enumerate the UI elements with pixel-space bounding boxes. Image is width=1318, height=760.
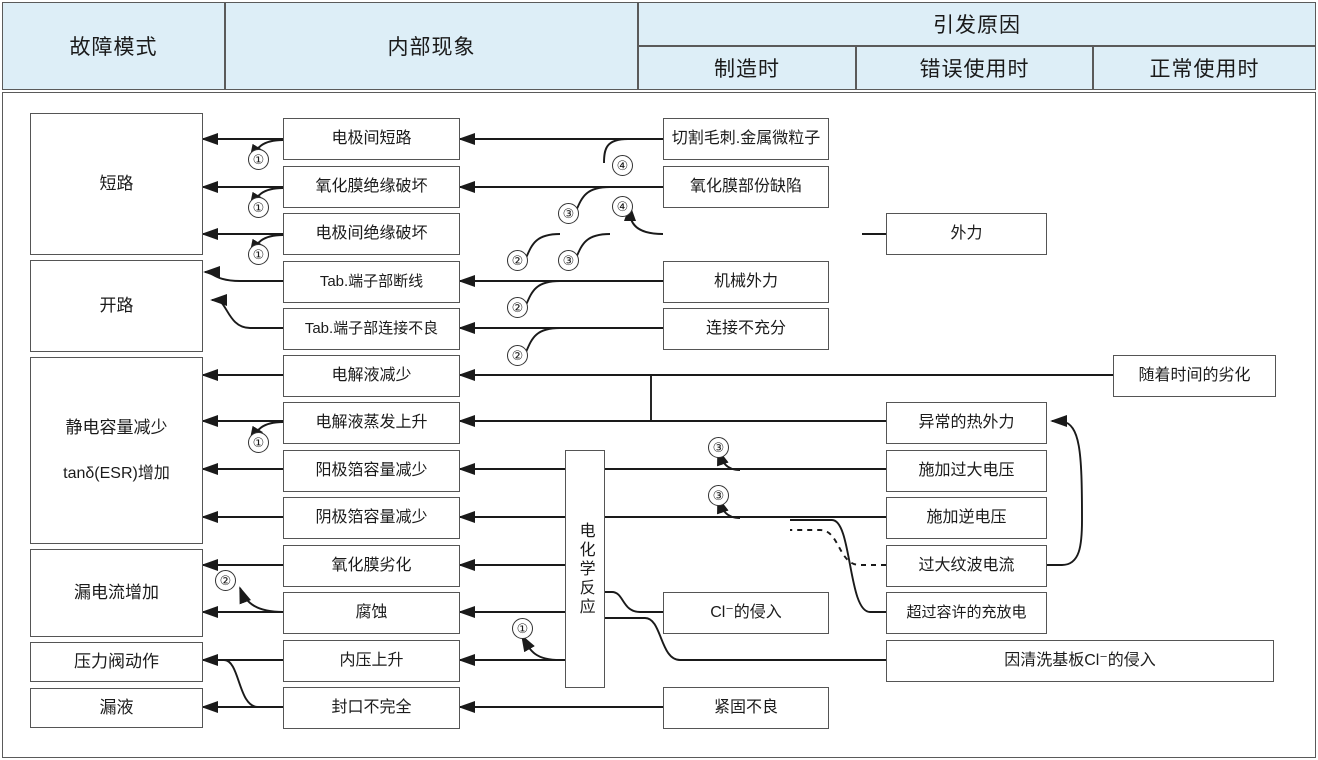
- circle-marker-11: ③: [708, 437, 729, 458]
- internal-phenomenon-box-7: 阳极箔容量减少: [283, 450, 460, 492]
- header-fault-mode: 故障模式: [2, 2, 225, 90]
- internal-phenomenon-label-10: 腐蚀: [355, 604, 388, 622]
- internal-phenomenon-box-12: 封口不完全: [283, 687, 460, 729]
- internal-phenomenon-label-7: 阳极箔容量减少: [315, 462, 428, 480]
- internal-phenomenon-box-1: 氧化膜绝缘破坏: [283, 166, 460, 208]
- circle-marker-8: ②: [507, 345, 528, 366]
- cause-misuse-box-4: 过大纹波电流: [886, 545, 1047, 587]
- internal-phenomenon-label-1: 氧化膜绝缘破坏: [315, 178, 428, 196]
- circle-marker-5: ②: [215, 570, 236, 591]
- internal-phenomenon-box-2: 电极间绝缘破坏: [283, 213, 460, 255]
- cause-misuse-box-2: 施加过大电压: [886, 450, 1047, 492]
- cause-manufacture-box-4: Cl⁻的侵入: [663, 592, 829, 634]
- cause-manufacture-label-4: Cl⁻的侵入: [710, 604, 782, 622]
- fault-mode-box-3: 漏电流增加: [30, 549, 203, 637]
- internal-phenomenon-box-5: 电解液减少: [283, 355, 460, 397]
- internal-phenomenon-box-9: 氧化膜劣化: [283, 545, 460, 587]
- cause-misuse-box-3: 施加逆电压: [886, 497, 1047, 539]
- cause-manufacture-label-5: 紧固不良: [713, 699, 778, 717]
- internal-phenomenon-label-11: 内压上升: [339, 652, 404, 670]
- circle-marker-12: ③: [708, 485, 729, 506]
- fault-mode-label-5: 漏液: [99, 697, 134, 717]
- circle-marker-4: ①: [512, 618, 533, 639]
- cause-misuse-label-2: 施加过大电压: [918, 462, 1015, 480]
- cause-misuse-label-3: 施加逆电压: [926, 509, 1007, 527]
- fault-mode-label-0: 短路: [99, 173, 134, 193]
- cause-manufacture-box-0: 切割毛刺.金属微粒子: [663, 118, 829, 160]
- internal-phenomenon-box-8: 阴极箔容量减少: [283, 497, 460, 539]
- cause-misuse-box-1: 异常的热外力: [886, 402, 1047, 444]
- circle-marker-1: ①: [248, 197, 269, 218]
- fault-mode-label-2: 静电容量减少: [65, 417, 168, 437]
- cause-manufacture-box-3: 连接不充分: [663, 308, 829, 350]
- electrochemical-reaction-box: 电化学反应: [565, 450, 605, 688]
- internal-phenomenon-label-12: 封口不完全: [331, 699, 412, 717]
- electrochemical-reaction-label: 电化学反应: [576, 521, 594, 617]
- circle-marker-0: ①: [248, 149, 269, 170]
- cause-misuse-label-0: 外力: [950, 225, 983, 243]
- fault-mode-box-0: 短路: [30, 113, 203, 255]
- fault-mode-box-1: 开路: [30, 260, 203, 352]
- cause-manufacture-box-1: 氧化膜部份缺陷: [663, 166, 829, 208]
- fault-mode-label-1: 开路: [99, 295, 134, 315]
- cause-misuse-label-4: 过大纹波电流: [918, 557, 1015, 575]
- cause-misuse-box-6: 因清洗基板Cl⁻的侵入: [886, 640, 1274, 682]
- fault-mode-label-2b: tanδ(ESR)增加: [63, 465, 170, 483]
- cause-manufacture-box-5: 紧固不良: [663, 687, 829, 729]
- cause-misuse-box-5: 超过容许的充放电: [886, 592, 1047, 634]
- internal-phenomenon-label-2: 电极间绝缘破坏: [315, 225, 428, 243]
- circle-marker-13: ④: [612, 155, 633, 176]
- internal-phenomenon-box-3: Tab.端子部断线: [283, 261, 460, 303]
- internal-phenomenon-box-11: 内压上升: [283, 640, 460, 682]
- internal-phenomenon-label-9: 氧化膜劣化: [331, 557, 412, 575]
- cause-misuse-label-1: 异常的热外力: [918, 414, 1015, 432]
- internal-phenomenon-box-6: 电解液蒸发上升: [283, 402, 460, 444]
- cause-normal-box-0: 随着时间的劣化: [1113, 355, 1276, 397]
- cause-manufacture-label-3: 连接不充分: [705, 320, 786, 338]
- circle-marker-3: ①: [248, 432, 269, 453]
- cause-misuse-label-6: 因清洗基板Cl⁻的侵入: [1004, 652, 1156, 670]
- circle-marker-10: ③: [558, 250, 579, 271]
- fault-mode-box-4: 压力阀动作: [30, 642, 203, 682]
- internal-phenomenon-label-3: Tab.端子部断线: [319, 273, 424, 291]
- cause-manufacture-label-2: 机械外力: [713, 273, 778, 291]
- internal-phenomenon-box-10: 腐蚀: [283, 592, 460, 634]
- cause-manufacture-box-2: 机械外力: [663, 261, 829, 303]
- internal-phenomenon-label-8: 阴极箔容量减少: [315, 509, 428, 527]
- circle-marker-9: ③: [558, 203, 579, 224]
- fault-mode-label-3: 漏电流增加: [74, 582, 159, 602]
- fault-mode-box-5: 漏液: [30, 688, 203, 728]
- fault-mode-box-2: 静电容量减少 tanδ(ESR)增加: [30, 357, 203, 544]
- cause-manufacture-label-0: 切割毛刺.金属微粒子: [671, 130, 821, 148]
- cause-misuse-label-5: 超过容许的充放电: [906, 604, 1027, 622]
- circle-marker-14: ④: [612, 196, 633, 217]
- header-cause-manufacture: 制造时: [638, 46, 856, 90]
- header-cause-misuse: 错误使用时: [856, 46, 1093, 90]
- header-cause-normal: 正常使用时: [1093, 46, 1316, 90]
- cause-normal-label-0: 随着时间的劣化: [1138, 367, 1251, 385]
- internal-phenomenon-box-4: Tab.端子部连接不良: [283, 308, 460, 350]
- cause-manufacture-label-1: 氧化膜部份缺陷: [689, 178, 802, 196]
- header-internal-phenomena: 内部现象: [225, 2, 638, 90]
- internal-phenomenon-box-0: 电极间短路: [283, 118, 460, 160]
- circle-marker-7: ②: [507, 297, 528, 318]
- header-cause-group: 引发原因: [638, 2, 1316, 46]
- internal-phenomenon-label-4: Tab.端子部连接不良: [304, 320, 439, 338]
- internal-phenomenon-label-5: 电解液减少: [331, 367, 412, 385]
- internal-phenomenon-label-6: 电解液蒸发上升: [315, 414, 428, 432]
- circle-marker-6: ②: [507, 250, 528, 271]
- circle-marker-2: ①: [248, 244, 269, 265]
- fault-mode-label-4: 压力阀动作: [74, 651, 159, 671]
- internal-phenomenon-label-0: 电极间短路: [331, 130, 412, 148]
- cause-misuse-box-0: 外力: [886, 213, 1047, 255]
